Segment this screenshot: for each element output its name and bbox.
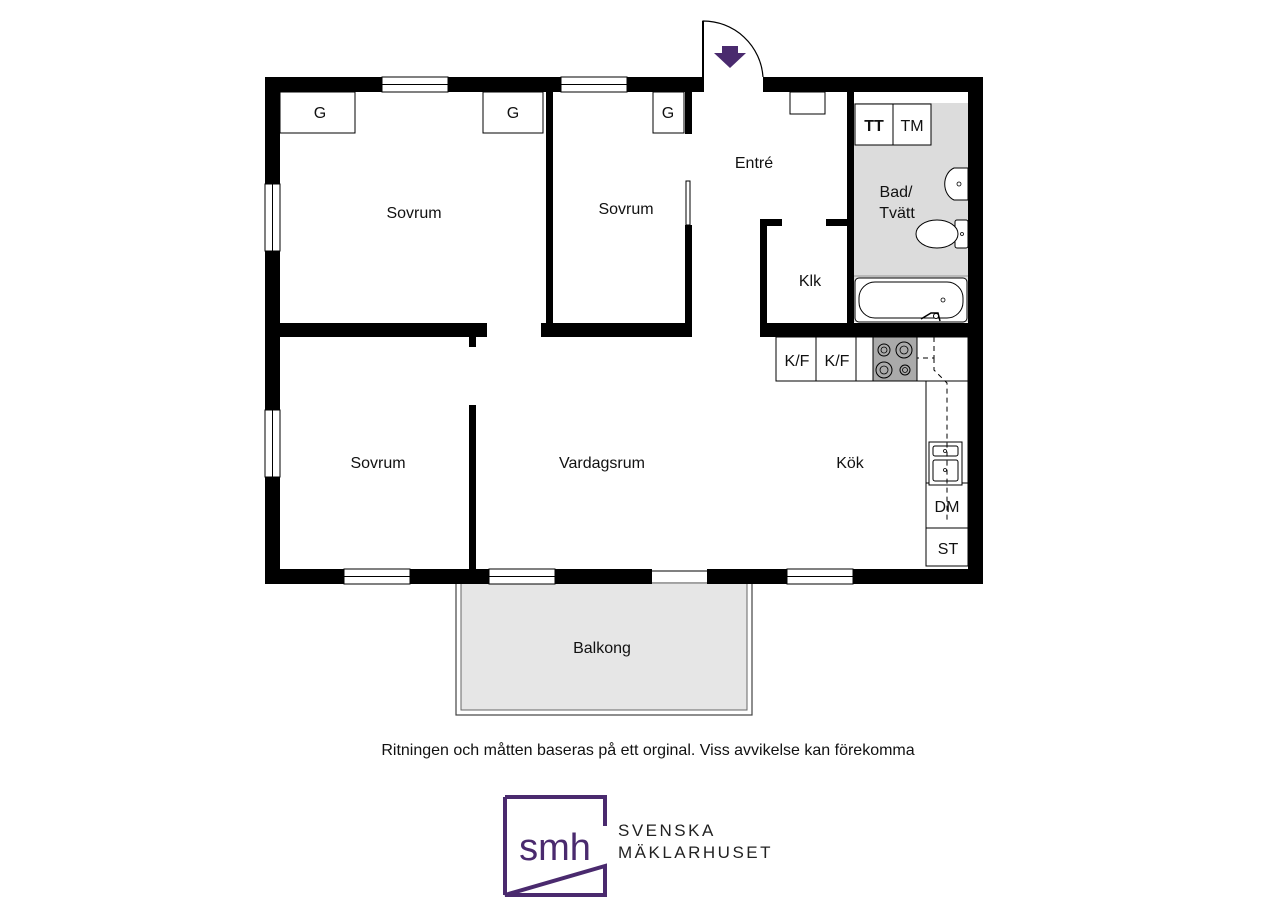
- room-label-bathroom: Tvätt: [879, 205, 915, 222]
- wardrobe-label: G: [507, 105, 519, 122]
- fridge-freezer-label: K/F: [785, 353, 810, 370]
- storage-cabinet-label: ST: [938, 541, 959, 558]
- room-label-bathroom: Bad/: [880, 184, 913, 201]
- fridge-freezer-label: K/F: [825, 353, 850, 370]
- room-label-balcony: Balkong: [573, 640, 631, 657]
- upper-cabinet-outline: [933, 358, 948, 522]
- stove-icon: [872, 336, 918, 382]
- kitchen-sink-icon: [928, 441, 963, 486]
- room-label-entrance: Entré: [735, 155, 773, 172]
- brand-logo: smh SVENSKA MÄKLARHUSET: [503, 795, 773, 897]
- wardrobe-label: G: [662, 105, 674, 122]
- room-label-living-room: Vardagsrum: [559, 455, 645, 472]
- wardrobes: [279, 91, 685, 134]
- brand-mark: smh: [519, 827, 591, 869]
- hall-shelf: [789, 91, 826, 115]
- washing-machine-label: TM: [900, 118, 923, 135]
- room-label-closet: Klk: [799, 273, 822, 290]
- tumble-dryer-label: TT: [864, 118, 884, 135]
- room-label-kitchen: Kök: [836, 455, 865, 472]
- brand-name-line2: MÄKLARHUSET: [618, 843, 773, 862]
- room-label-bedroom: Sovrum: [350, 455, 405, 472]
- entry-arrow-icon: [714, 46, 746, 68]
- kitchen-units: [775, 336, 969, 567]
- laundry-machines: [854, 103, 932, 146]
- balcony: [455, 582, 753, 716]
- interior-walls: [280, 92, 968, 569]
- brand-name-line1: SVENSKA: [618, 821, 716, 840]
- sink-icon: [944, 167, 969, 201]
- door-leaf: [685, 180, 691, 226]
- wardrobe-label: G: [314, 105, 326, 122]
- disclaimer-text: Ritningen och måtten baseras på ett orgi…: [381, 742, 915, 759]
- bathtub-icon: [854, 277, 968, 323]
- room-label-bedroom: Sovrum: [386, 205, 441, 222]
- room-label-bedroom: Sovrum: [598, 201, 653, 218]
- windows: [264, 76, 854, 585]
- toilet-icon: [915, 219, 969, 249]
